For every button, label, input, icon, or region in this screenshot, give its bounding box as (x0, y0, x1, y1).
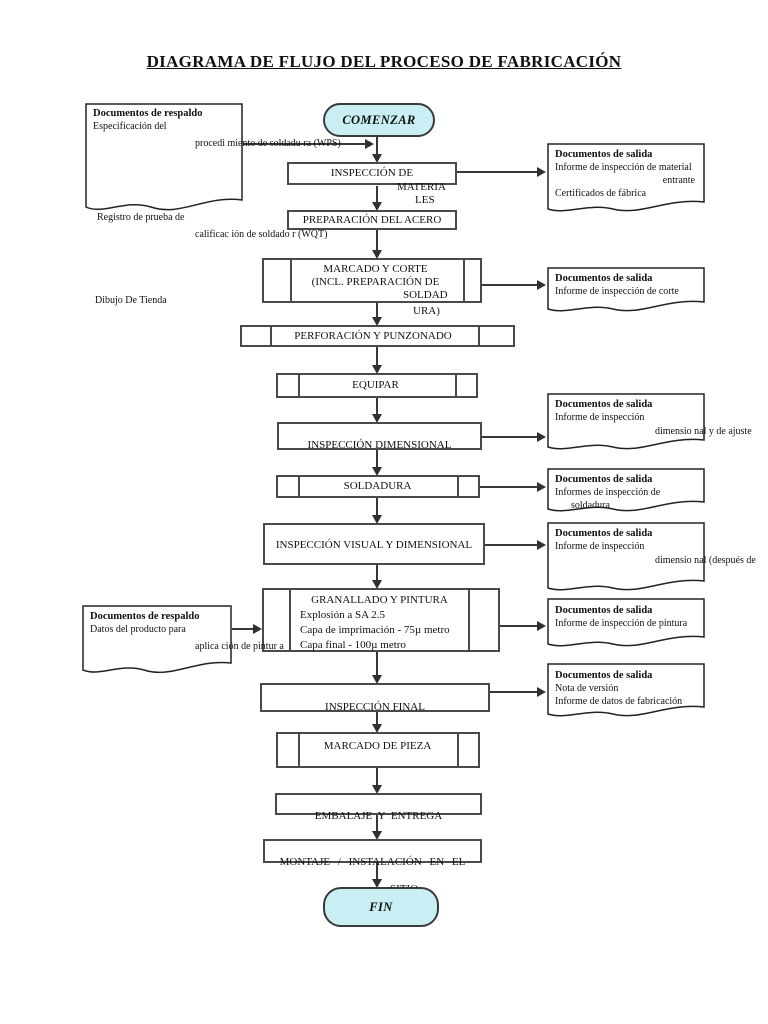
step-label: PERFORACIÓN Y PUNZONADO (294, 330, 452, 342)
step-label: SOLDADURA (343, 480, 412, 492)
step-label: EQUIPAR (352, 379, 399, 391)
start-terminal: COMENZAR (323, 103, 435, 137)
document-shape (85, 103, 243, 211)
step-label-overflow: URA) (413, 305, 440, 317)
end-terminal-label: FIN (369, 899, 393, 914)
subprocess-bar (290, 260, 292, 301)
input-doc-soldadura: Documentos de respaldo Especificación de… (85, 103, 341, 306)
step-label: SOLDAD (403, 289, 448, 301)
step-detail: Capa de imprimación - 75µ metro (300, 624, 450, 636)
doc-title: Documentos de salida (555, 474, 653, 485)
output-doc-dimensional: Documentos de salida Informe de inspecci… (547, 393, 752, 453)
step-label: GRANALLADO Y PINTURA (311, 594, 448, 606)
step-equipar: EQUIPAR (276, 373, 478, 398)
doc-line: Informes de inspección de (555, 487, 661, 498)
doc-line: Certificados de fábrica (555, 188, 647, 199)
document-shape (547, 522, 705, 591)
doc-line: Dibujo De Tienda (95, 295, 167, 306)
doc-title: Documentos de salida (555, 528, 653, 539)
page-title: DIAGRAMA DE FLUJO DEL PROCESO DE FABRICA… (146, 52, 622, 71)
step-label-overflow: LES (415, 194, 435, 206)
step-montaje-instalacion: MONTAJE / INSTALACIÓN EN EL SITIO (263, 839, 482, 895)
doc-line: Registro de prueba de (97, 212, 185, 223)
subprocess-bar (463, 260, 465, 301)
document-shape (547, 468, 705, 512)
step-preparacion-acero: PREPARACIÓN DEL ACERO (287, 210, 457, 230)
doc-wrap-column: calificac ión de soldado r (WQT) (195, 229, 328, 240)
subprocess-bar (270, 327, 272, 345)
subprocess-bar (478, 327, 480, 345)
doc-line: Especificación del (93, 121, 167, 132)
step-label-overflow: MATERIA (397, 181, 446, 193)
end-terminal: FIN (323, 887, 439, 927)
doc-line: Informe de inspección de corte (555, 286, 679, 297)
doc-title: Documentos de salida (555, 670, 653, 681)
step-label: PREPARACIÓN DEL ACERO (302, 214, 442, 226)
subprocess-bar (298, 477, 300, 496)
doc-line: Informe de inspección (555, 412, 645, 423)
step-inspeccion-visual-dimensional: INSPECCIÓN VISUAL Y DIMENSIONAL (263, 523, 485, 565)
doc-title: Documentos de salida (555, 605, 653, 616)
doc-line: Informe de inspección de material (555, 162, 692, 173)
start-terminal-label: COMENZAR (342, 112, 416, 127)
step-granallado-pintura: GRANALLADO Y PINTURA Explosión a SA 2.5 … (262, 588, 500, 652)
doc-line: Informe de inspección de pintura (555, 618, 688, 629)
step-detail: Capa final - 100µ metro (300, 639, 406, 651)
doc-wrap-column: dimensio nal y de ajuste (655, 426, 752, 437)
step-inspeccion-final: INSPECCIÓN FINAL (260, 683, 490, 713)
output-doc-corte: Documentos de salida Informe de inspecci… (547, 267, 705, 315)
step-label: EMBALAJE Y ENTREGA (314, 810, 443, 822)
step-label: MARCADO Y CORTE (323, 263, 428, 275)
document-shape (547, 598, 705, 647)
document-shape (82, 605, 232, 674)
subprocess-bar (468, 590, 470, 650)
doc-line: Informe de datos de fabricación (555, 696, 683, 707)
step-soldadura: SOLDADURA (276, 475, 480, 498)
subprocess-bar (289, 590, 291, 650)
document-shape (547, 663, 705, 717)
doc-title: Documentos de respaldo (93, 108, 203, 119)
output-doc-final: Documentos de salida Nota de versión Inf… (547, 663, 705, 720)
output-doc-visual-dimensional: Documentos de salida Informe de inspecci… (547, 522, 756, 594)
step-label: (INCL. PREPARACIÓN DE (311, 276, 440, 288)
doc-wrap-column: aplica ción de pintur a (195, 641, 284, 652)
doc-wrap-column: procedi miento de soldadu ra (WPS) (195, 138, 341, 149)
subprocess-bar (298, 375, 300, 396)
step-inspeccion-materiales: INSPECCIÓN DE MATERIA LES (287, 162, 457, 206)
step-label: MONTAJE / INSTALACIÓN EN EL (279, 856, 466, 868)
step-label: MARCADO DE PIEZA (323, 740, 432, 752)
step-label: INSPECCIÓN FINAL (325, 701, 425, 713)
step-marcado-pieza: MARCADO DE PIEZA (276, 732, 480, 768)
subprocess-bar (455, 375, 457, 396)
subprocess-bar (298, 734, 300, 766)
step-perforacion-punzonado: PERFORACIÓN Y PUNZONADO (240, 325, 515, 347)
output-doc-materiales: Documentos de salida Informe de inspecci… (547, 143, 705, 215)
doc-title: Documentos de salida (555, 149, 653, 160)
doc-title: Documentos de salida (555, 273, 653, 284)
output-doc-soldadura: Documentos de salida Informes de inspecc… (547, 468, 705, 515)
doc-line: entrante (662, 175, 695, 186)
subprocess-bar (457, 734, 459, 766)
step-marcado-corte: MARCADO Y CORTE (INCL. PREPARACIÓN DE SO… (262, 258, 482, 317)
input-doc-pintura: Documentos de respaldo Datos del product… (82, 605, 284, 678)
document-shape (547, 143, 705, 212)
doc-wrap-column: dimensio nal (después de (655, 555, 756, 566)
doc-title: Documentos de salida (555, 399, 653, 410)
step-label: INSPECCIÓN DE (330, 167, 414, 179)
step-label: INSPECCIÓN DIMENSIONAL (307, 439, 452, 451)
doc-line: Informe de inspección (555, 541, 645, 552)
document-shape (547, 393, 705, 450)
step-embalaje-entrega: EMBALAJE Y ENTREGA (275, 793, 482, 822)
subprocess-bar (457, 477, 459, 496)
doc-line: soldadura (571, 500, 610, 511)
output-doc-pintura: Documentos de salida Informe de inspecci… (547, 598, 705, 650)
step-inspeccion-dimensional: INSPECCIÓN DIMENSIONAL (277, 422, 482, 451)
step-label: INSPECCIÓN VISUAL Y DIMENSIONAL (275, 539, 473, 551)
doc-title: Documentos de respaldo (90, 611, 200, 622)
doc-line: Datos del producto para (90, 624, 186, 635)
step-detail: Explosión a SA 2.5 (300, 609, 385, 621)
doc-line: Nota de versión (555, 683, 619, 694)
document-shape (547, 267, 705, 312)
